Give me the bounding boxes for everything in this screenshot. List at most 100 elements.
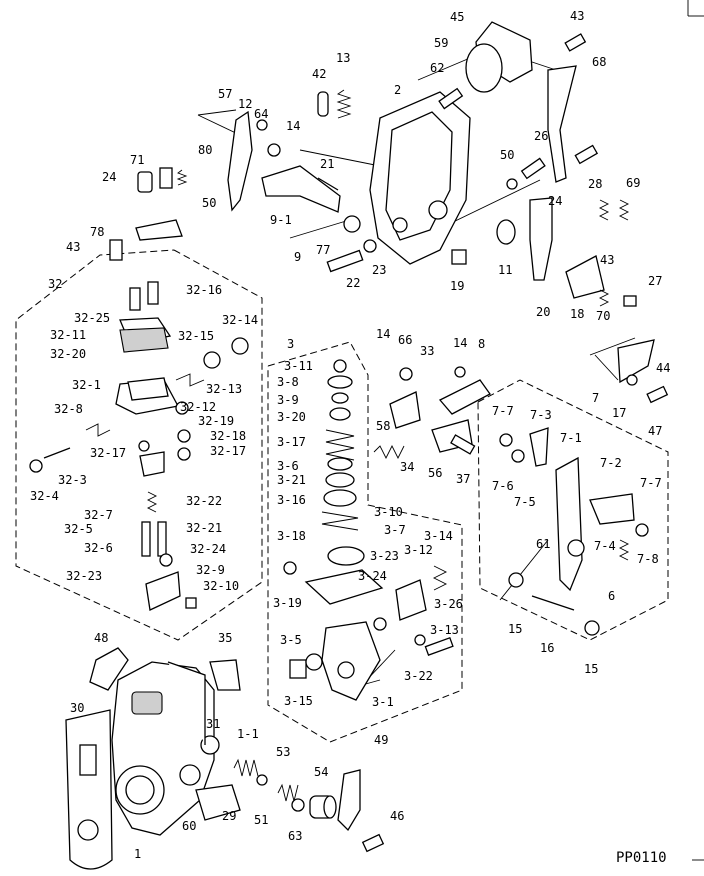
label-48: 48: [94, 631, 108, 645]
label-3-15: 3-15: [284, 694, 313, 708]
spring-53: [277, 783, 299, 802]
label-63: 63: [288, 829, 302, 843]
lever-18: [565, 255, 605, 299]
label-24-right: 24: [548, 194, 562, 208]
label-26: 26: [534, 129, 548, 143]
label-32-7: 32-7: [84, 508, 113, 522]
label-32-16: 32-16: [186, 283, 222, 297]
label-32-18: 32-18: [210, 429, 246, 443]
label-56: 56: [428, 466, 442, 480]
label-7-7-left: 7-7: [492, 404, 514, 418]
label-3-9: 3-9: [277, 393, 299, 407]
label-3-21: 3-21: [277, 473, 306, 487]
label-15-left: 15: [508, 622, 522, 636]
label-50-left: 50: [202, 196, 216, 210]
bolt-22: [326, 249, 364, 273]
label-68: 68: [592, 55, 606, 69]
pump-housing: [111, 661, 241, 836]
label-31: 31: [206, 717, 220, 731]
lever-68: [547, 65, 577, 183]
label-3-11: 3-11: [284, 359, 313, 373]
bracket-35: [209, 659, 241, 691]
clip-14-mid: [454, 366, 466, 378]
label-3-23: 3-23: [370, 549, 399, 563]
label-50-top: 50: [500, 148, 514, 162]
label-32-19: 32-19: [198, 414, 234, 428]
label-7-2: 7-2: [600, 456, 622, 470]
label-78: 78: [90, 225, 104, 239]
washer-50-right: [506, 178, 518, 190]
label-32-22: 32-22: [186, 494, 222, 508]
label-58: 58: [376, 419, 390, 433]
label-32-14: 32-14: [222, 313, 258, 327]
label-17: 17: [612, 406, 626, 420]
label-57: 57: [218, 87, 232, 101]
label-32-25: 32-25: [74, 311, 110, 325]
label-14-mid-left: 14: [376, 327, 390, 341]
label-32-17-right: 32-17: [210, 444, 246, 458]
label-15-right: 15: [584, 662, 598, 676]
part-labels: 1 1-1 2 3 3-1 3-5 3-6 3-7 3-8 3-9 3-10 3…: [30, 9, 670, 861]
lever-57: [227, 110, 253, 212]
cap-27: [623, 295, 637, 307]
washer-23: [363, 239, 377, 253]
label-7: 7: [592, 391, 599, 405]
label-11: 11: [498, 263, 512, 277]
label-3-1: 3-1: [372, 695, 394, 709]
label-24-left: 24: [102, 170, 116, 184]
label-44: 44: [656, 361, 670, 375]
label-9-1: 9-1: [270, 213, 292, 227]
bolt-26: [520, 157, 546, 180]
label-54: 54: [314, 765, 328, 779]
label-70: 70: [596, 309, 610, 323]
label-7-7-right: 7-7: [640, 476, 662, 490]
label-43-right: 43: [600, 253, 614, 267]
bolt-47: [646, 385, 669, 404]
label-32-5: 32-5: [64, 522, 93, 536]
label-33: 33: [420, 344, 434, 358]
collar-63: [291, 798, 305, 812]
label-59: 59: [434, 36, 448, 50]
label-32-13: 32-13: [206, 382, 242, 396]
label-32: 32: [48, 277, 62, 291]
lever-17: [617, 339, 655, 384]
plate-78: [135, 219, 183, 241]
label-21: 21: [320, 157, 334, 171]
label-3-20: 3-20: [277, 410, 306, 424]
bolt-28: [574, 144, 599, 165]
label-32-15: 32-15: [178, 329, 214, 343]
label-6: 6: [608, 589, 615, 603]
label-37: 37: [456, 472, 470, 486]
label-28: 28: [588, 177, 602, 191]
sleeve-54: [309, 795, 337, 819]
bolt-43-left: [109, 239, 123, 261]
governor-housing: [369, 91, 471, 265]
label-32-10: 32-10: [203, 579, 239, 593]
bolt-71: [159, 167, 173, 189]
label-3-17: 3-17: [277, 435, 306, 449]
label-46: 46: [390, 809, 404, 823]
clip-66: [399, 367, 413, 381]
label-3: 3: [287, 337, 294, 351]
label-16: 16: [540, 641, 554, 655]
label-3-6: 3-6: [277, 459, 299, 473]
spring-69: [598, 199, 630, 221]
label-60: 60: [182, 819, 196, 833]
subassembly-32: [29, 281, 249, 611]
label-3-14: 3-14: [424, 529, 453, 543]
oring-59: [465, 43, 503, 93]
label-69: 69: [626, 176, 640, 190]
label-53: 53: [276, 745, 290, 759]
label-35: 35: [218, 631, 232, 645]
bracket-48: [89, 647, 129, 691]
label-7-6: 7-6: [492, 479, 514, 493]
label-19: 19: [450, 279, 464, 293]
spring-1-1: [233, 758, 259, 777]
label-32-24: 32-24: [190, 542, 226, 556]
label-32-17-left: 32-17: [90, 446, 126, 460]
washer-44: [626, 374, 638, 386]
label-3-19: 3-19: [273, 596, 302, 610]
subassembly-boundaries: [15, 249, 669, 743]
label-2: 2: [394, 83, 401, 97]
